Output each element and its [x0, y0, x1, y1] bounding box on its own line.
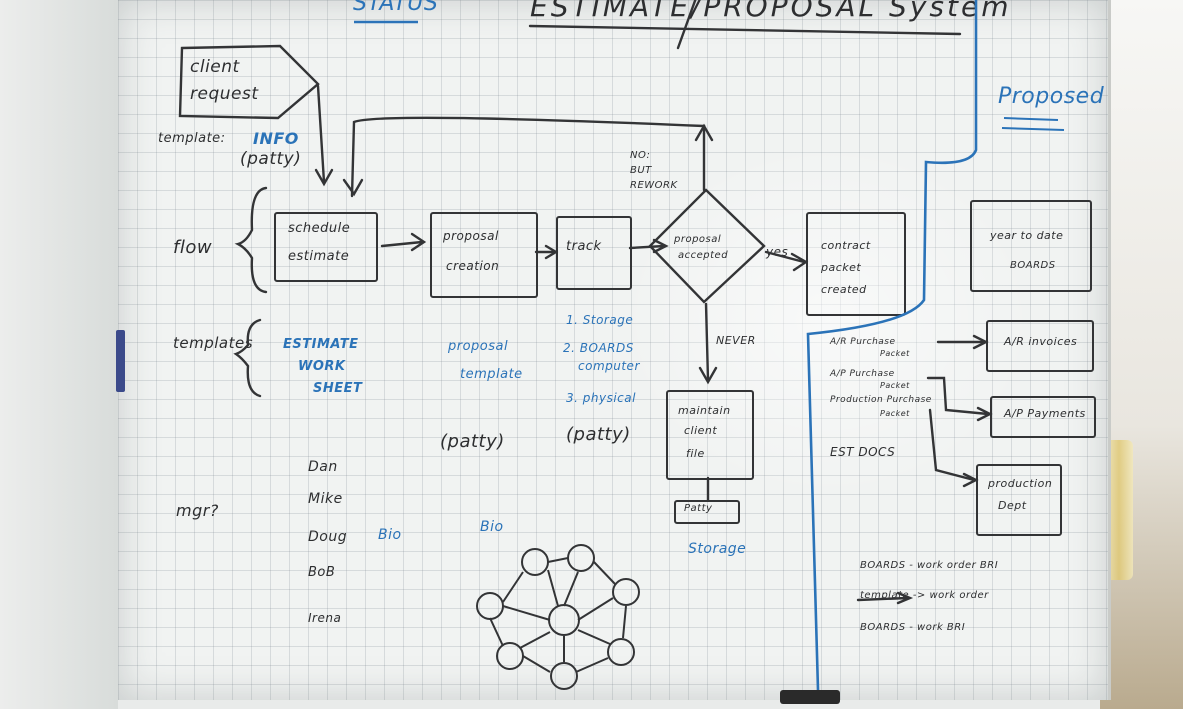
left-wall — [0, 0, 118, 709]
no-note-1: NO: — [630, 150, 651, 161]
storage-item-3: 3. physical — [566, 391, 636, 405]
contract-line2: packet — [821, 261, 862, 274]
storage-item-2: 2. BOARDS — [563, 341, 634, 355]
production-dept-box — [976, 464, 1062, 536]
no-note-2: BUT — [630, 165, 652, 176]
client-request-line2: request — [190, 84, 259, 104]
proposal-template-line1: proposal — [448, 339, 509, 354]
proposal-line1: proposal — [443, 229, 499, 243]
ar-purchase-2: Packet — [880, 349, 910, 358]
person-5: Irena — [308, 611, 342, 625]
contract-line3: created — [821, 283, 867, 296]
template-label: template: — [158, 131, 226, 146]
storage-label: Storage — [688, 541, 747, 557]
estimate-line2: WORK — [298, 359, 346, 374]
production-1: Production Purchase — [830, 395, 932, 405]
decision-line1: proposal — [674, 234, 722, 245]
production-dept-2: Dept — [998, 499, 1027, 512]
owner-1: (patty) — [440, 431, 505, 452]
proposed-title: Proposed — [998, 84, 1105, 109]
ytd-line1: year to date — [990, 229, 1064, 242]
board-title: ESTIMATE/PROPOSAL System — [530, 0, 1012, 23]
client-request-line1: client — [190, 57, 240, 77]
info-label: INFO — [253, 129, 299, 148]
track-box — [556, 216, 632, 290]
maintain-file-box — [666, 390, 754, 480]
person-2: Mike — [308, 491, 343, 507]
ytd-box — [970, 200, 1092, 292]
schedule-line1: schedule — [288, 221, 351, 236]
estimate-line1: ESTIMATE — [283, 337, 359, 352]
ar-purchase-1: A/R Purchase — [830, 337, 896, 347]
mgr-label: mgr? — [176, 501, 219, 520]
contract-box — [806, 212, 906, 316]
small-box-label: Patty — [684, 503, 713, 514]
light-glare — [618, 140, 1038, 500]
production-2: Packet — [880, 409, 910, 418]
proposal-creation-box — [430, 212, 538, 298]
marker-drawing — [178, 0, 1065, 691]
templates-label: templates — [173, 334, 254, 352]
board-tray — [780, 690, 840, 704]
note-3: BOARDS - work BRI — [860, 622, 966, 633]
small-box — [674, 500, 740, 524]
bio-1: Bio — [378, 527, 402, 543]
whiteboard: STATUS ESTIMATE/PROPOSAL System Proposed… — [118, 0, 1111, 700]
ytd-line2: BOARDS — [1010, 260, 1056, 271]
bio-2: Bio — [480, 519, 504, 535]
est-docs: EST DOCS — [830, 445, 896, 459]
note-2: template -> work order — [860, 590, 989, 601]
ar-invoices-box — [986, 320, 1094, 372]
person-1: Dan — [308, 459, 338, 475]
proposal-template-line2: template — [460, 367, 523, 382]
info-owner: (patty) — [240, 149, 302, 169]
contract-line1: contract — [821, 239, 871, 252]
no-note-3: REWORK — [630, 180, 678, 191]
ap-payments-label: A/P Payments — [1004, 407, 1086, 420]
estimate-line3: SHEET — [313, 381, 363, 396]
marker-tray-eraser — [116, 330, 125, 392]
ap-purchase-2: Packet — [880, 381, 910, 390]
window — [1100, 0, 1183, 709]
production-dept-1: production — [988, 477, 1053, 490]
proposal-line2: creation — [446, 259, 500, 273]
storage-item-2b: computer — [578, 359, 640, 373]
schedule-line2: estimate — [288, 249, 350, 264]
status-title: STATUS — [353, 0, 439, 16]
maintain-line3: file — [686, 447, 705, 460]
ap-payments-box — [990, 396, 1096, 438]
maintain-line2: client — [684, 424, 718, 437]
decision-line2: accepted — [678, 250, 729, 261]
ap-purchase-1: A/P Purchase — [830, 369, 895, 379]
person-4: BoB — [308, 565, 336, 580]
ar-invoices-label: A/R invoices — [1004, 335, 1078, 348]
person-3: Doug — [308, 529, 348, 545]
schedule-estimate-box — [274, 212, 378, 282]
owner-2: (patty) — [566, 424, 631, 445]
storage-item-1: 1. Storage — [566, 313, 634, 327]
flow-label: flow — [173, 237, 213, 258]
never-label: NEVER — [716, 334, 756, 347]
track-label: track — [566, 239, 602, 254]
maintain-line1: maintain — [678, 404, 731, 417]
note-1: BOARDS - work order BRI — [860, 560, 999, 571]
